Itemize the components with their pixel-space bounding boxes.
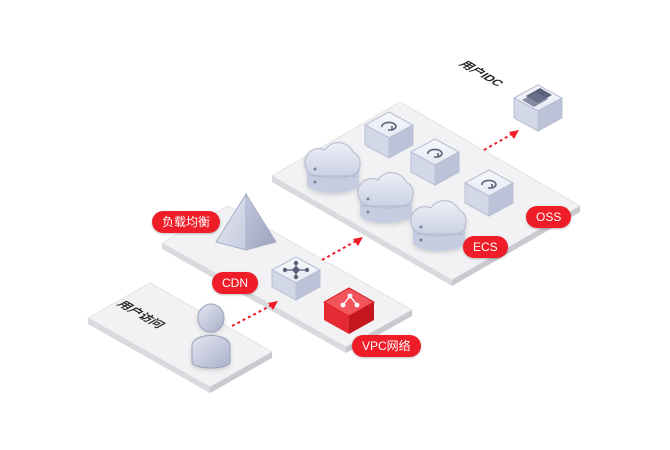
pyramid-icon [215, 192, 277, 251]
load-balancer-label: 负载均衡 [152, 211, 221, 233]
connector-cloud-to-idc [483, 130, 519, 151]
user-platform [86, 282, 274, 393]
cdn-label: CDN [212, 272, 258, 294]
user-icon [191, 303, 231, 369]
connector-user-to-cdn [231, 301, 278, 327]
cloud-sync-icon [363, 111, 415, 159]
ecs-label: ECS [463, 236, 508, 258]
cloud-server-icon [304, 142, 361, 193]
cloud-server-icon [410, 200, 467, 251]
oss-label: OSS [526, 206, 572, 228]
network-node-icon [270, 256, 322, 301]
connector-vpc-to-cloud [321, 237, 363, 261]
cloud-sync-icon [463, 169, 515, 217]
branch-icon [322, 287, 376, 334]
vpc-label: VPC网络 [352, 335, 421, 357]
server-rack-icon [512, 84, 564, 132]
cloud-server-icon [357, 172, 414, 223]
cloud-sync-icon [409, 138, 461, 186]
